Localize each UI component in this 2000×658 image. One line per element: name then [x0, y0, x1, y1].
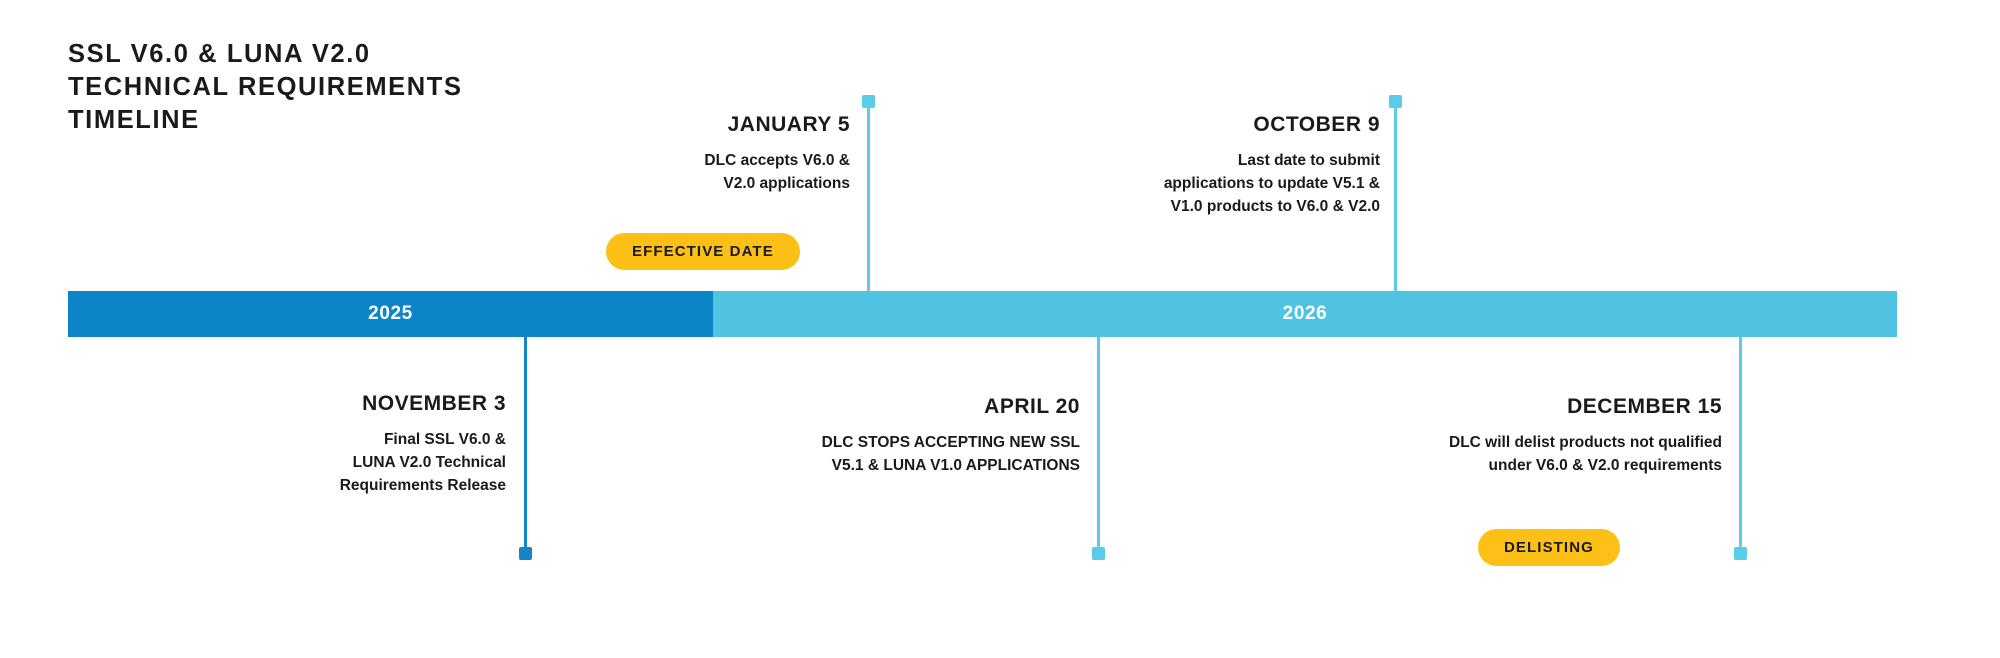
connector-line	[1739, 337, 1742, 560]
badge-effective-date: EFFECTIVE DATE	[606, 233, 800, 270]
event-description: Last date to submit applications to upda…	[1163, 152, 1380, 215]
event-date: JANUARY 5	[727, 113, 850, 136]
timeline-bar: 2025 2026	[68, 291, 1897, 337]
event-november-3: NOVEMBER 3 Final SSL V6.0 & LUNA V2.0 Te…	[268, 392, 506, 498]
event-description: Final SSL V6.0 & LUNA V2.0 Technical Req…	[339, 431, 506, 494]
timeline-segment-label: 2026	[1282, 303, 1328, 324]
connector-november-3	[519, 337, 532, 560]
event-april-20: APRIL 20 DLC STOPS ACCEPTING NEW SSL V5.…	[720, 395, 1080, 478]
connector-cap	[1734, 547, 1747, 560]
event-october-9: OCTOBER 9 Last date to submit applicatio…	[1070, 113, 1380, 219]
connector-cap	[862, 95, 875, 108]
timeline-segment-label: 2025	[368, 303, 413, 324]
timeline-segment-2025: 2025	[68, 291, 713, 337]
event-date: APRIL 20	[984, 395, 1080, 418]
timeline-segment-2026: 2026	[713, 291, 1897, 337]
connector-january-5	[862, 95, 875, 291]
event-date: DECEMBER 15	[1567, 395, 1722, 418]
connector-cap	[519, 547, 532, 560]
connector-april-20	[1092, 337, 1105, 560]
event-december-15: DECEMBER 15 DLC will delist products not…	[1310, 395, 1722, 478]
connector-cap	[1389, 95, 1402, 108]
connector-line	[524, 337, 527, 560]
connector-october-9	[1389, 95, 1402, 291]
event-description: DLC accepts V6.0 & V2.0 applications	[704, 152, 850, 192]
connector-line	[867, 95, 870, 291]
event-description: DLC will delist products not qualified u…	[1449, 434, 1722, 474]
connector-cap	[1092, 547, 1105, 560]
connector-line	[1394, 95, 1397, 291]
badge-delisting: DELISTING	[1478, 529, 1620, 566]
page-title: SSL V6.0 & LUNA V2.0 TECHNICAL REQUIREME…	[68, 40, 463, 135]
event-description: DLC STOPS ACCEPTING NEW SSL V5.1 & LUNA …	[821, 434, 1080, 474]
connector-line	[1097, 337, 1100, 560]
event-january-5: JANUARY 5 DLC accepts V6.0 & V2.0 applic…	[600, 113, 850, 196]
connector-december-15	[1734, 337, 1747, 560]
event-date: OCTOBER 9	[1253, 113, 1380, 136]
event-date: NOVEMBER 3	[362, 392, 506, 415]
